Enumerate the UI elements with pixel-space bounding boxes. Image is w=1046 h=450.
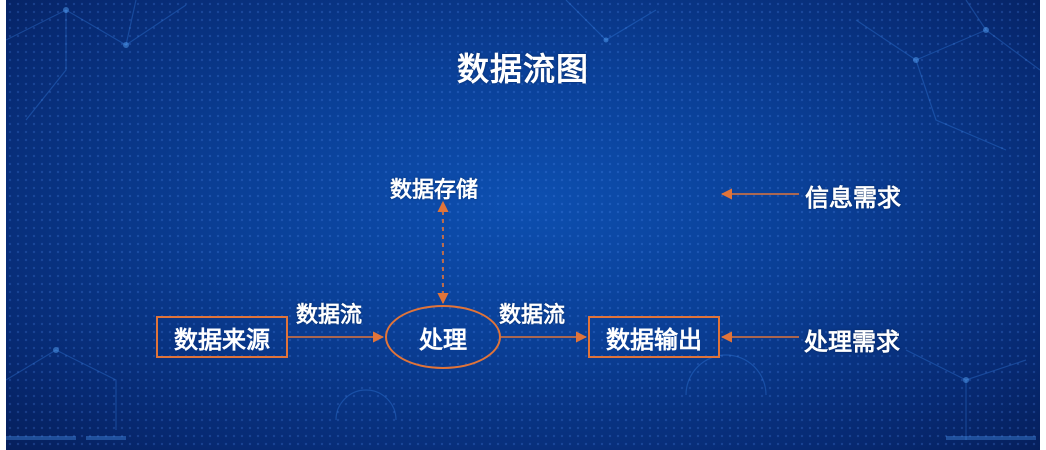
info-need-label: 信息需求 [805, 184, 901, 212]
data-flow-label-left: 数据流 [296, 303, 363, 328]
diagram-connectors [288, 188, 799, 343]
diagram-title: 数据流图 [456, 50, 589, 88]
background-dot-pattern [6, 0, 1040, 450]
node-data-output: 数据输出 [588, 316, 720, 358]
background-network-pattern [6, 0, 1040, 440]
slide: 数据流图 数据存储 数据流 数据流 信息需求 处理需求 数据来源 处理 数据输出 [6, 0, 1040, 450]
process-need-label: 处理需求 [804, 328, 900, 356]
data-flow-label-right: 数据流 [499, 303, 566, 328]
data-store-label: 数据存储 [390, 178, 479, 203]
node-process: 处理 [385, 305, 501, 369]
node-data-source: 数据来源 [156, 316, 288, 358]
